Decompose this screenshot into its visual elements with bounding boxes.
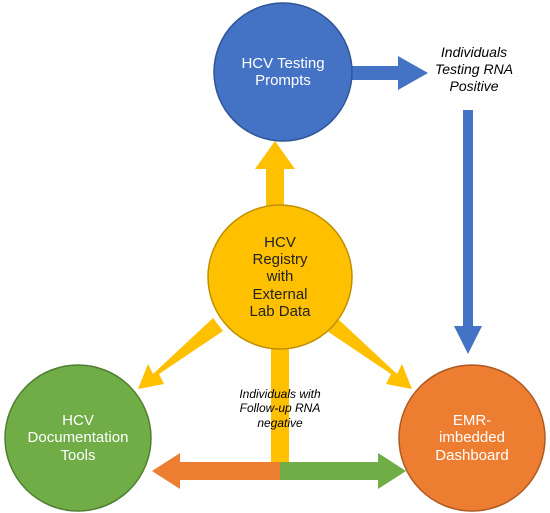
node-testing-prompts: [213, 2, 353, 142]
arrow-registry-to-dashboard: [327, 318, 412, 389]
arrow-prompts-to-positive: [348, 56, 428, 90]
arrow-registry-to-prompts: [255, 141, 295, 230]
arrow-to-dashboard: [280, 453, 406, 489]
arrow-registry-to-documentation: [138, 318, 223, 389]
node-registry: [207, 204, 353, 350]
annotation-rna-positive: Individuals Testing RNA Positive: [434, 44, 514, 94]
arrow-positive-to-dashboard: [454, 110, 482, 354]
node-dashboard: [398, 364, 546, 512]
arrow-followup-to-registry: [261, 318, 299, 462]
node-documentation-tools: [4, 364, 152, 512]
arrow-to-documentation: [152, 453, 280, 489]
annotation-followup-negative: Individuals with Follow-up RNA negative: [239, 387, 321, 430]
